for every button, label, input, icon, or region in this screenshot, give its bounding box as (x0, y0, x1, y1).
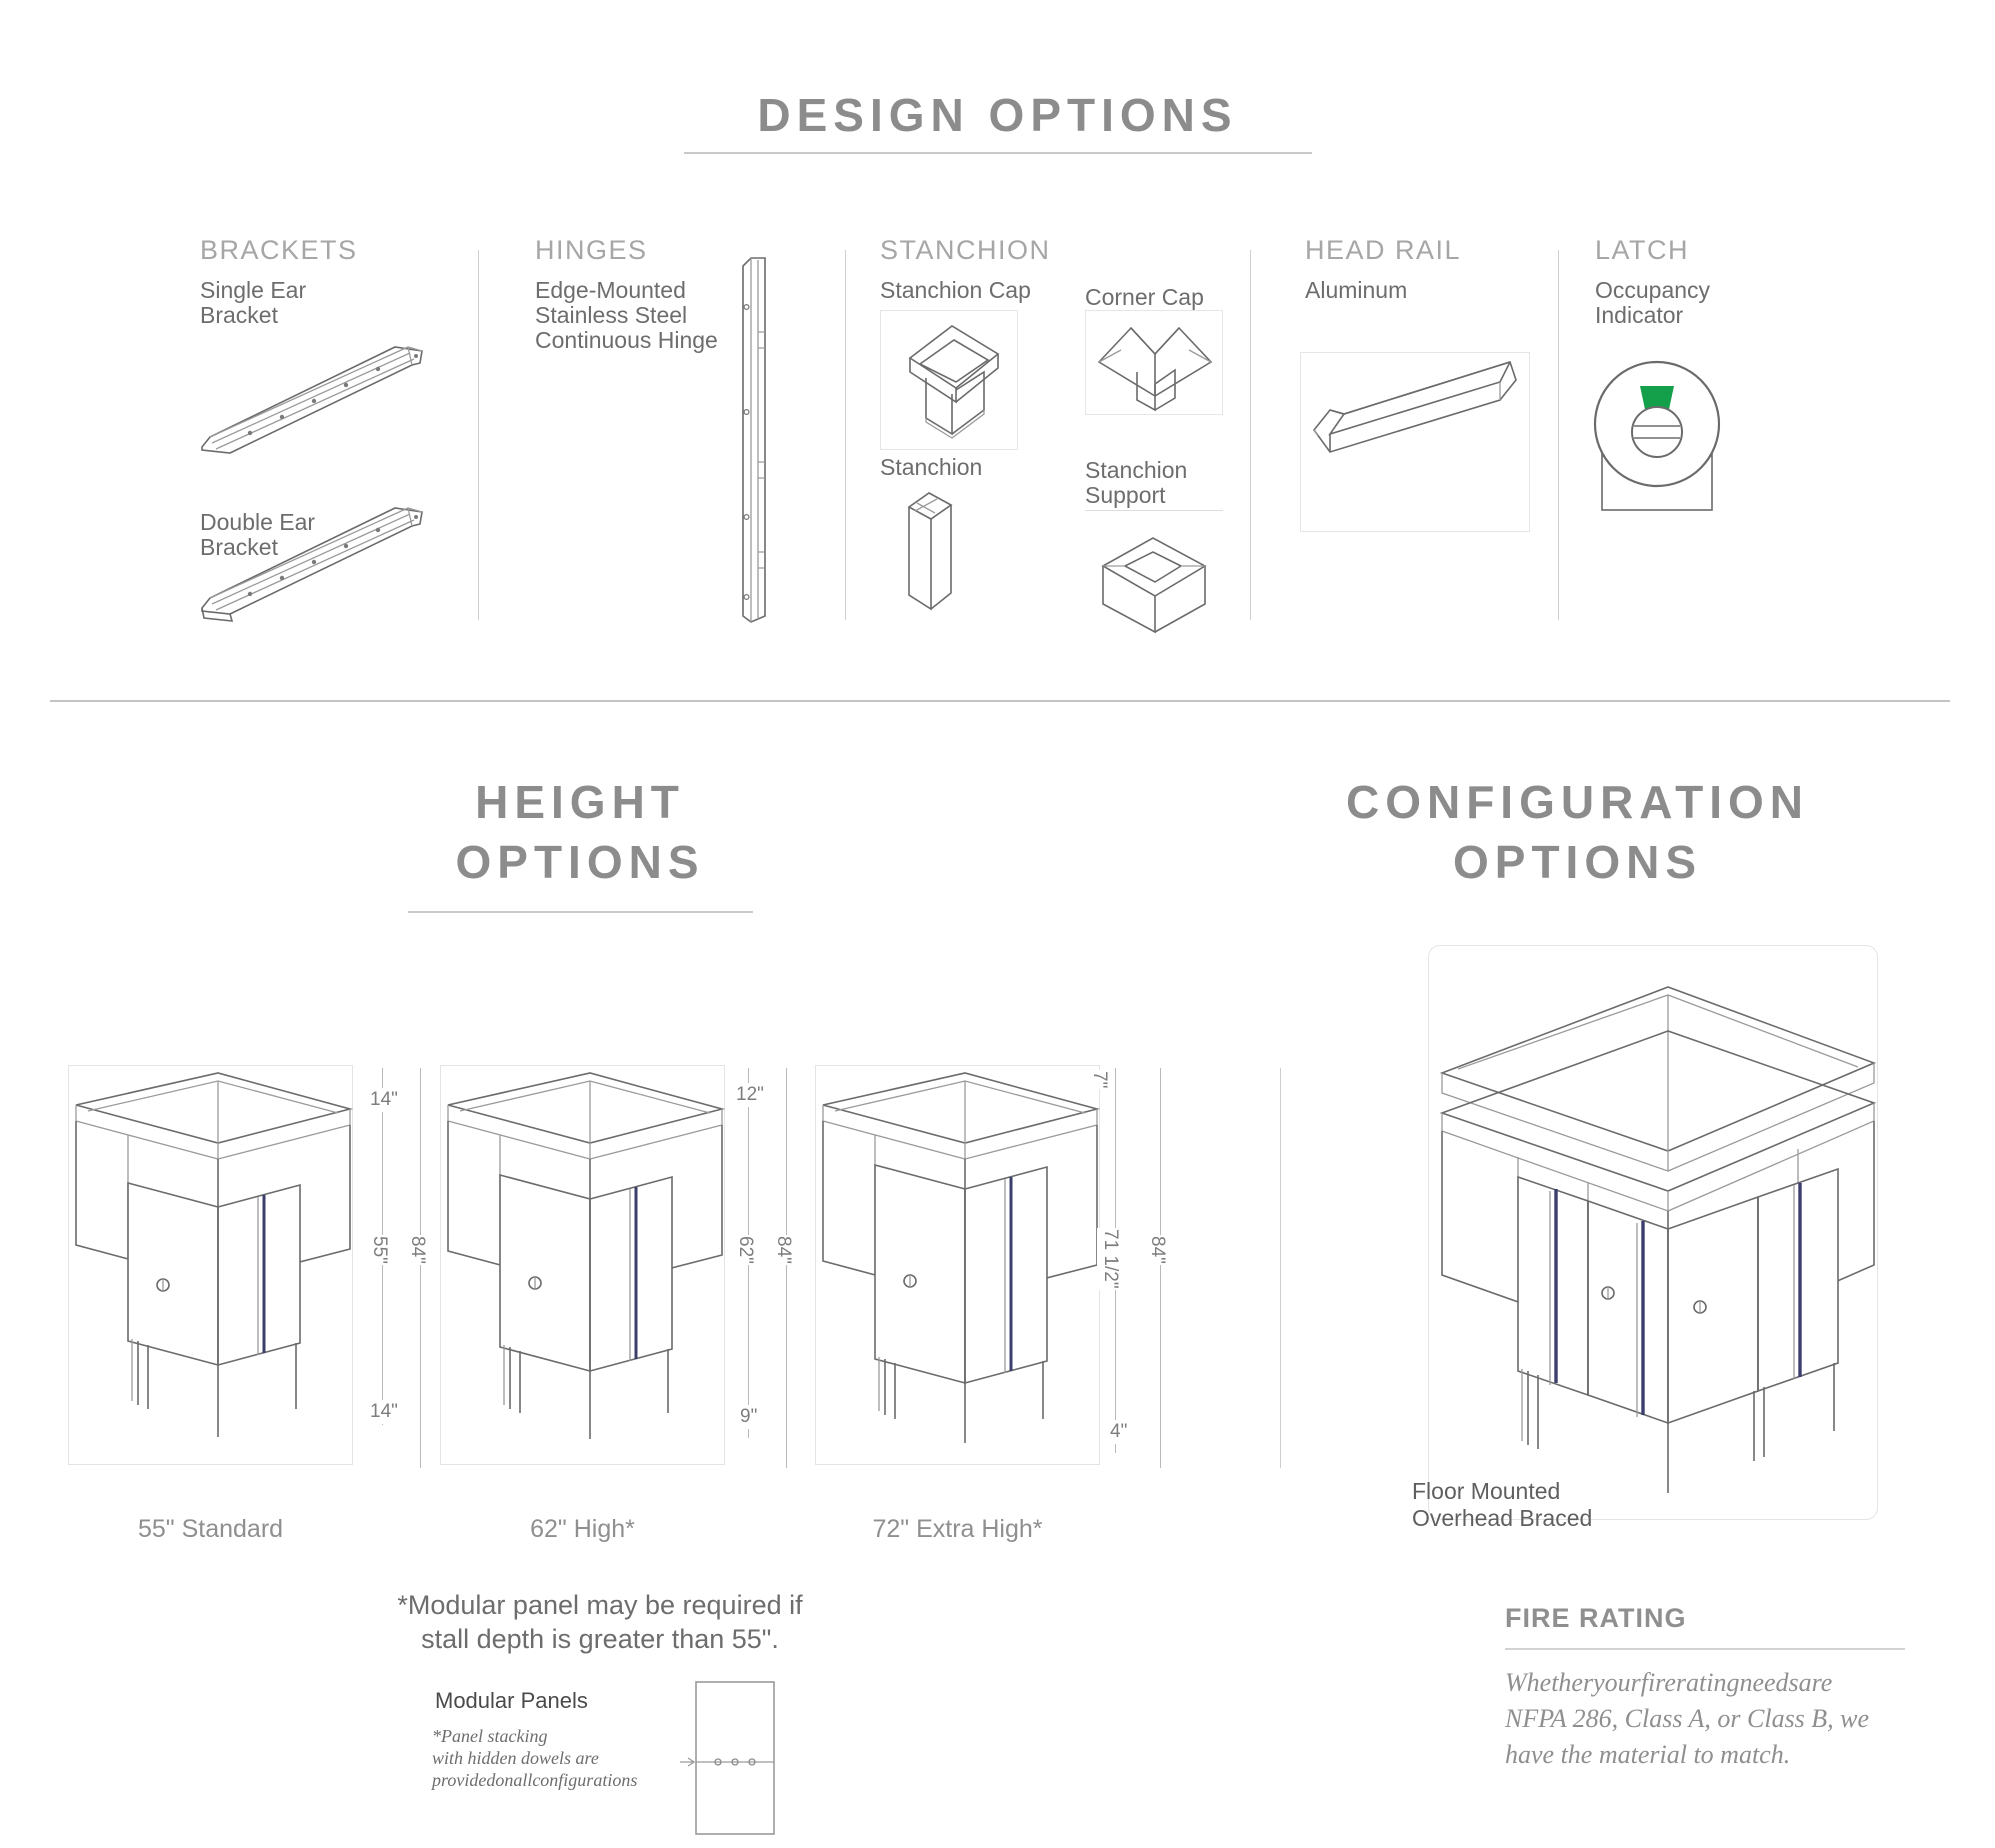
head-rail-material-label: Aluminum (1305, 277, 1408, 303)
dim-line-2b (748, 1108, 749, 1438)
height-options-title-line2: OPTIONS (455, 836, 705, 888)
corner-cap-drawing (1085, 310, 1223, 415)
section-divider (50, 700, 1950, 702)
fire-rating-rule (1505, 1648, 1905, 1650)
dim-top-2: 12" (734, 1083, 766, 1107)
occupancy-indicator-drawing (1593, 352, 1724, 522)
configuration-options-header: CONFIGURATION OPTIONS (1160, 775, 1995, 889)
stanchion-cap-drawing (880, 310, 1018, 450)
dim-overall-2: 84" (770, 1235, 796, 1265)
design-options-title: DESIGN OPTIONS (757, 89, 1238, 141)
divider-brackets-hinges (478, 250, 479, 620)
stanchion-support-drawing (1085, 530, 1223, 635)
configuration-diagram (1428, 945, 1878, 1520)
head-rail-drawing (1300, 352, 1530, 532)
hinge-description: Edge-Mounted Stainless Steel Continuous … (535, 277, 718, 353)
stanchion-support-label: Stanchion Support (1085, 457, 1188, 508)
divider-headrail-latch (1558, 250, 1559, 620)
continuous-hinge-drawing (735, 252, 775, 627)
height-diagram-2 (440, 1065, 726, 1465)
corner-cap-label: Corner Cap (1085, 284, 1204, 310)
double-ear-bracket-label: Double Ear Bracket (200, 509, 316, 560)
dim-bottom-3: 4" (1108, 1420, 1130, 1444)
head-rail-frame (1300, 352, 1530, 532)
dim-line-1b (382, 1125, 383, 1425)
height-caption-3: 72" Extra High* (872, 1515, 1043, 1543)
design-column-latch: LATCH Occupancy Indicator (1595, 235, 1710, 328)
double-ear-bracket-drawing (190, 480, 430, 622)
height-caption-1: 55" Standard (137, 1515, 284, 1543)
stanchion-drawing (895, 485, 965, 615)
modular-panels-label: Modular Panels (435, 1688, 588, 1713)
height-diagram-1 (68, 1065, 354, 1465)
stanchion-support-rule (1085, 510, 1223, 511)
hinges-heading: HINGES (535, 235, 648, 265)
dim-top-3: 7" (1086, 1070, 1112, 1090)
dim-line-3c (1160, 1068, 1161, 1468)
corner-cap-frame (1085, 310, 1223, 415)
dim-line-2c (786, 1068, 787, 1468)
dim-bottom-1: 14" (368, 1400, 400, 1424)
dim-overall-1: 84" (404, 1235, 430, 1265)
design-column-hinges: HINGES Edge-Mounted Stainless Steel Cont… (535, 235, 718, 353)
design-column-brackets: BRACKETS Single Ear Bracket (200, 235, 358, 328)
dim-overall-3: 84" (1144, 1235, 1170, 1265)
height-title-underline (407, 911, 753, 913)
dim-bottom-2: 9" (738, 1405, 760, 1429)
configuration-options-title-line1: CONFIGURATION (1345, 776, 1809, 828)
single-ear-bracket-drawing (190, 325, 430, 455)
fire-rating-body: Whetheryourfireratingneedsare NFPA 286, … (1505, 1668, 1870, 1769)
divider-hinges-stanchion (845, 250, 846, 620)
dim-line-1c (420, 1068, 421, 1468)
height-diagram-3 (815, 1065, 1101, 1465)
dim-panel-1: 55" (366, 1235, 392, 1265)
dim-line-1a (382, 1068, 383, 1178)
design-column-stanchion: STANCHION Stanchion Cap (880, 235, 1051, 303)
modular-panel-footnote: *Modular panel may be required if stall … (397, 1590, 803, 1654)
dim-panel-2: 62" (732, 1235, 758, 1265)
configuration-caption: Floor Mounted Overhead Braced (1412, 1478, 1593, 1531)
modular-panel-drawing (680, 1678, 790, 1838)
divider-stanchion-headrail (1250, 250, 1251, 620)
section-vertical-divider (1280, 1068, 1281, 1468)
dim-top-1: 14" (368, 1088, 400, 1112)
height-options-title-line1: HEIGHT (475, 776, 685, 828)
stanchion-cap-frame (880, 310, 1018, 450)
height-options-header: HEIGHT OPTIONS (0, 775, 1160, 913)
single-ear-bracket-label: Single Ear Bracket (200, 277, 307, 328)
stanchion-cap-label: Stanchion Cap (880, 277, 1031, 303)
configuration-options-title-line2: OPTIONS (1452, 836, 1703, 888)
brackets-heading: BRACKETS (200, 235, 358, 265)
fire-rating-title: FIRE RATING (1505, 1603, 1687, 1633)
latch-heading: LATCH (1595, 235, 1690, 265)
design-options-header: DESIGN OPTIONS (0, 88, 1995, 154)
occupancy-indicator-label: Occupancy Indicator (1595, 277, 1711, 328)
dim-panel-3: 71 1/2" (1097, 1228, 1123, 1290)
head-rail-heading: HEAD RAIL (1305, 235, 1462, 265)
stanchion-label: Stanchion (880, 454, 983, 480)
height-caption-2: 62" High* (530, 1515, 635, 1543)
title-underline (683, 152, 1312, 154)
design-column-head-rail: HEAD RAIL Aluminum (1305, 235, 1461, 303)
stanchion-heading: STANCHION (880, 235, 1051, 265)
modular-panels-note: *Panel stacking with hidden dowels are p… (432, 1726, 638, 1790)
